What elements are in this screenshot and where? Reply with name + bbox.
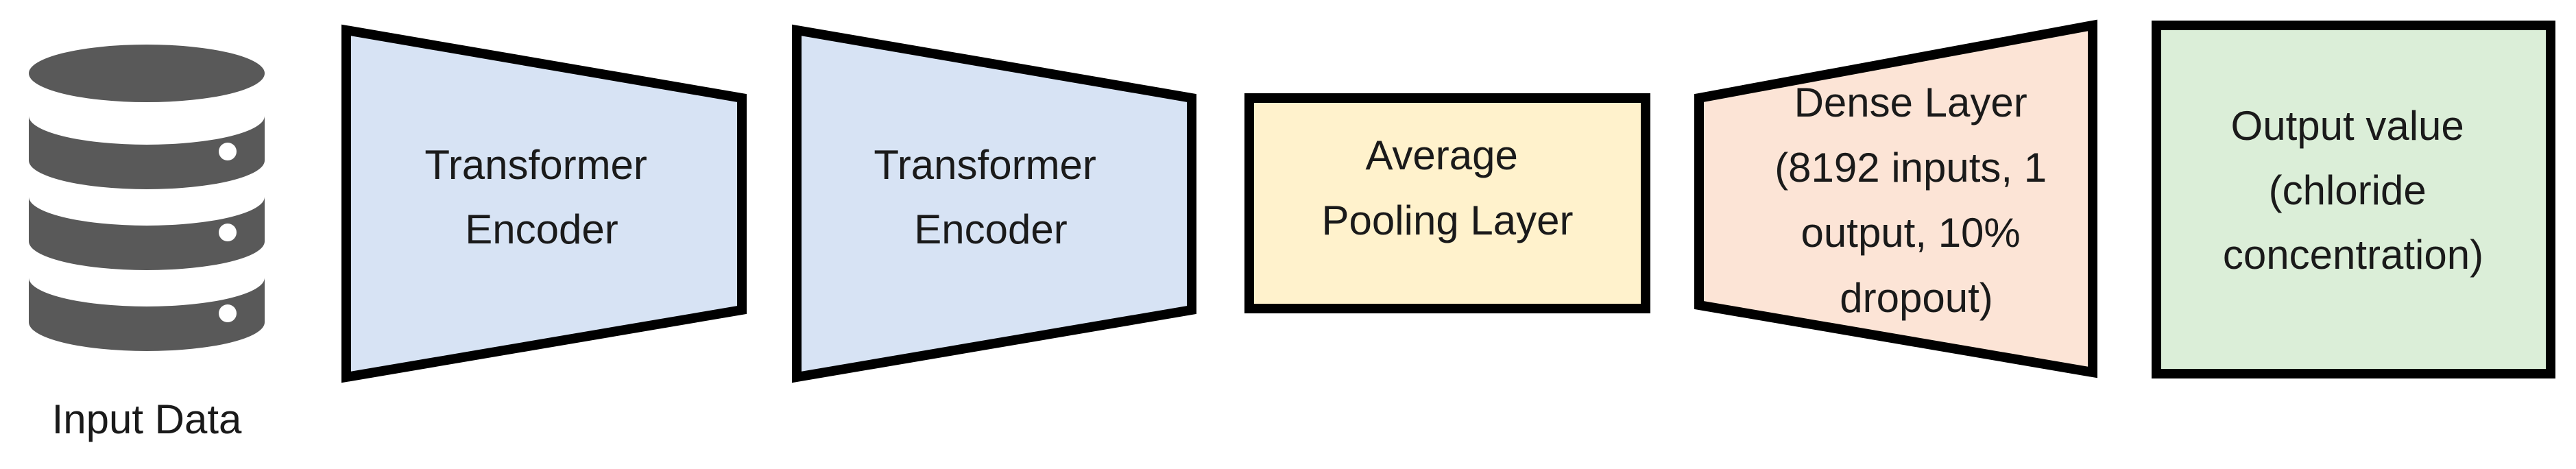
- encoder-2-line: Transformer: [874, 142, 1096, 188]
- dense-layer-label: Dense Layer (8192 inputs, 1 output, 10% …: [1774, 80, 2058, 321]
- average-pooling-layer-label: Average Pooling Layer: [1322, 132, 1574, 243]
- transformer-encoder-2-shape: [792, 24, 1196, 383]
- database-light: [219, 304, 237, 322]
- input-data-label: Input Data: [52, 396, 242, 442]
- pooling-line: Average: [1365, 132, 1517, 178]
- database-disk-bottom: [29, 278, 265, 351]
- dense-line: output, 10%: [1801, 210, 2021, 256]
- output-line: Output value: [2231, 103, 2464, 149]
- transformer-encoder-1-label: Transformer Encoder: [424, 142, 658, 252]
- output-value-label: Output value (chloride concentration): [2223, 103, 2483, 278]
- encoder-2-line: Encoder: [914, 206, 1067, 252]
- encoder-1-line: Encoder: [465, 206, 618, 252]
- average-pooling-layer-shape: [1244, 93, 1650, 313]
- dense-line: dropout): [1840, 275, 1993, 321]
- transformer-encoder-2-label: Transformer Encoder: [874, 142, 1107, 252]
- pooling-line: Pooling Layer: [1322, 197, 1574, 243]
- database-disk-middle: [29, 197, 265, 270]
- dense-line: (8192 inputs, 1: [1774, 145, 2047, 191]
- output-line: (chloride: [2269, 167, 2427, 213]
- database-icon: [29, 45, 265, 351]
- encoder-1-line: Transformer: [424, 142, 647, 188]
- dense-layer-shape: [1694, 19, 2097, 378]
- dense-line: Dense Layer: [1794, 80, 2027, 125]
- database-top: [29, 45, 265, 102]
- output-line: concentration): [2223, 232, 2483, 278]
- database-light: [219, 143, 237, 160]
- output-value-shape: [2152, 21, 2555, 378]
- database-light: [219, 224, 237, 241]
- transformer-encoder-1-shape: [341, 24, 747, 383]
- database-disk-upper: [29, 116, 265, 189]
